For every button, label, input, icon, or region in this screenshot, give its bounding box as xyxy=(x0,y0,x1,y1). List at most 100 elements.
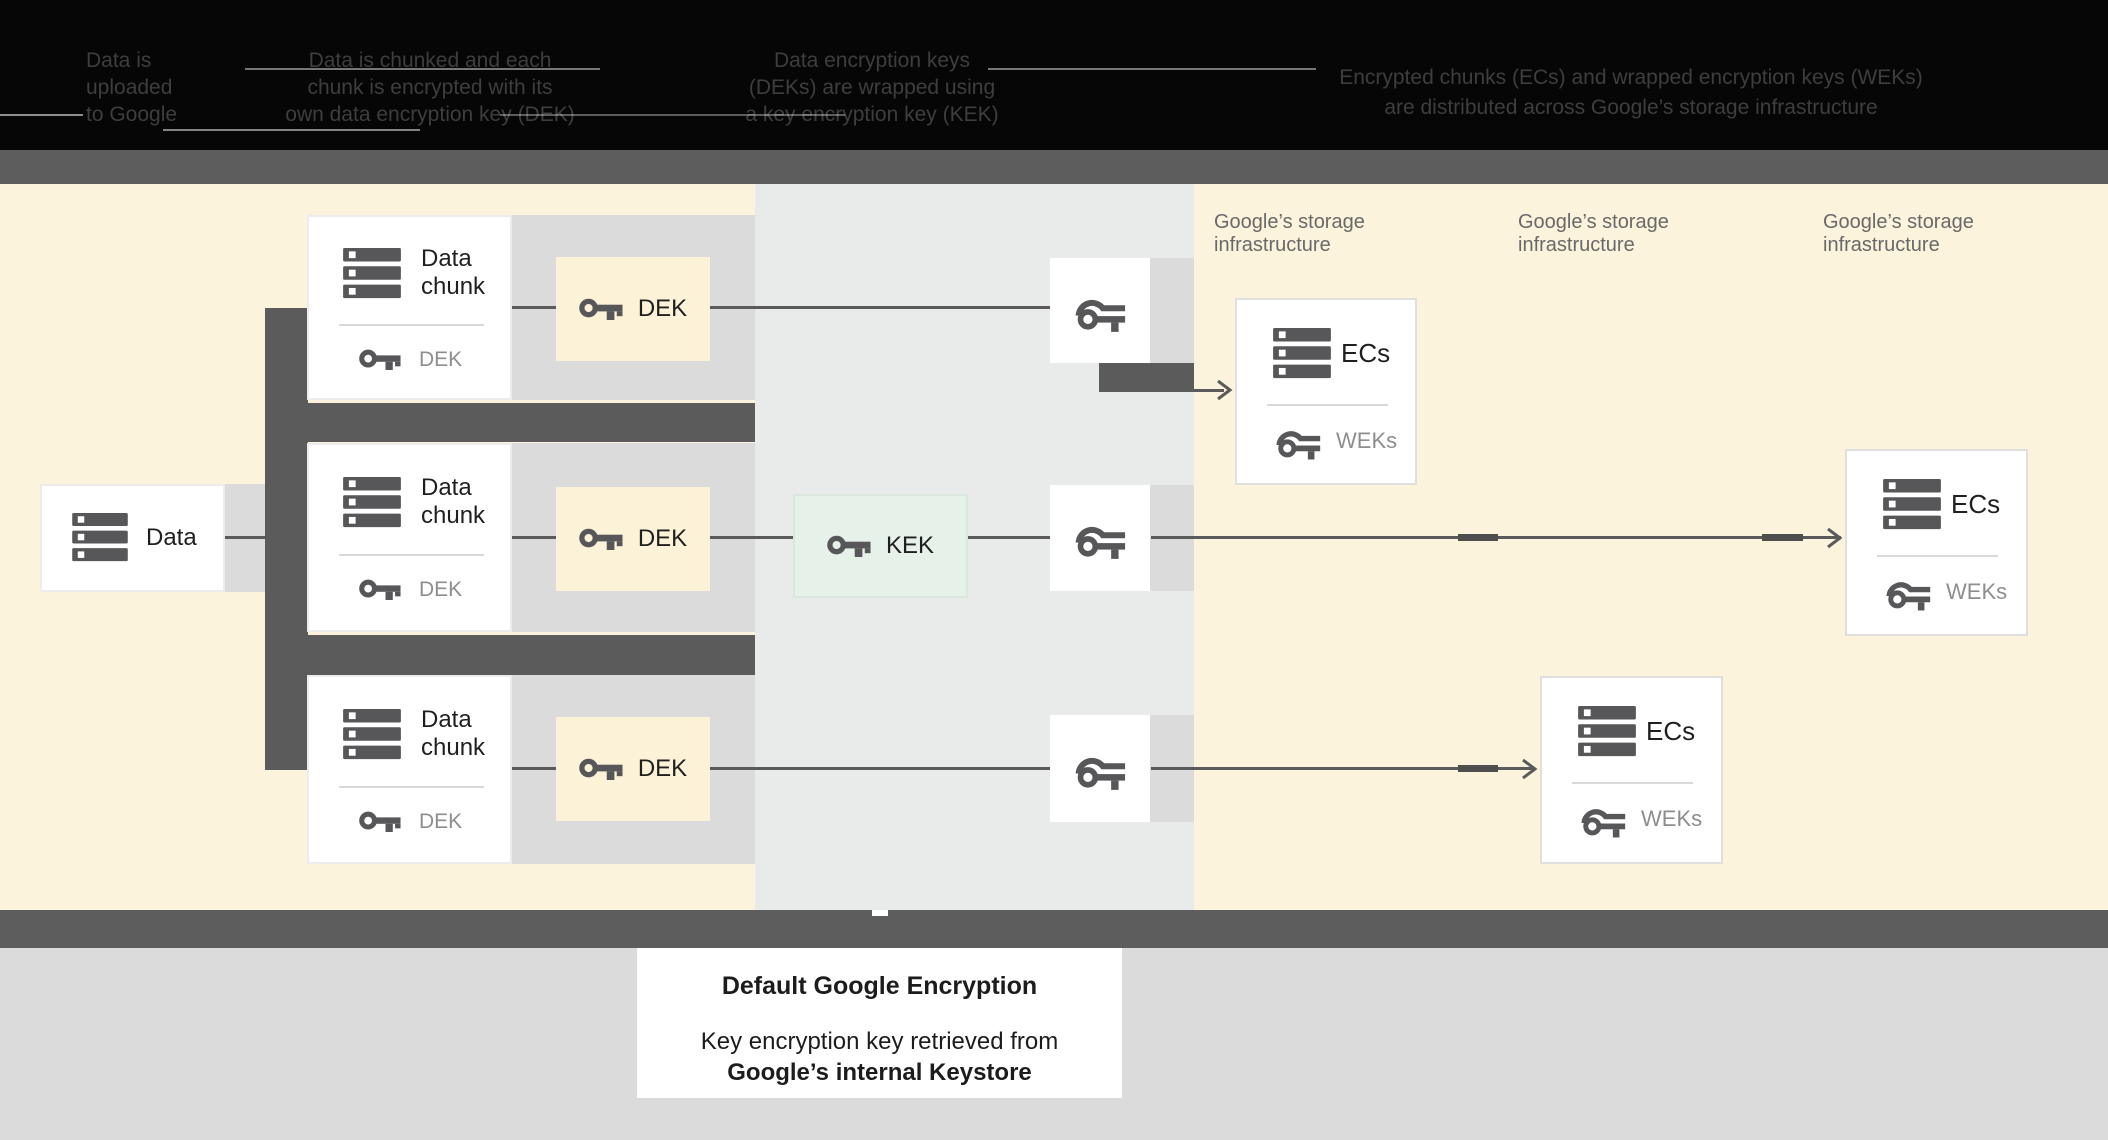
wrapped-key-icon xyxy=(1074,747,1126,791)
dek-box-label: DEK xyxy=(637,525,688,552)
header-underline-artifact xyxy=(0,114,83,116)
bottom-divider-band xyxy=(0,910,2108,948)
storage-label-line: Google’s storage xyxy=(1518,211,1669,233)
caption-body-line: Key encryption key retrieved from xyxy=(700,1028,1059,1055)
wrapped-key-box xyxy=(1050,258,1150,363)
arrow-line-segment xyxy=(1458,534,1498,541)
data-chunk-box: Data chunk DEK xyxy=(307,675,512,864)
chunk-label-line: chunk xyxy=(421,502,486,529)
chunk-dek-row: DEK xyxy=(359,577,462,602)
box-divider xyxy=(339,786,484,788)
key-icon xyxy=(827,533,871,559)
ecs-box: ECs WEKs xyxy=(1540,676,1723,864)
connector-line xyxy=(710,306,1050,309)
arrow-line xyxy=(1194,389,1224,392)
header-step-line: chunk is encrypted with its xyxy=(307,76,553,99)
connector-line xyxy=(512,306,556,309)
key-icon xyxy=(579,296,623,322)
wrapped-key-icon xyxy=(1580,800,1626,838)
arrow-line-segment xyxy=(1762,534,1803,541)
ecs-box-label: ECs xyxy=(1646,716,1696,746)
wrapped-key-icon xyxy=(1074,516,1126,560)
wrapped-key-icon xyxy=(1885,573,1931,611)
key-icon xyxy=(579,526,623,552)
box-divider xyxy=(339,324,484,326)
ecs-box-label: ECs xyxy=(1951,489,2001,519)
chunk-label-line: Data xyxy=(421,706,472,733)
storage-infrastructure-label: Google’s storage infrastructure xyxy=(1823,211,2013,257)
chunk-dek-label: DEK xyxy=(419,809,463,833)
storage-infrastructure-label: Google’s storage infrastructure xyxy=(1518,211,1708,257)
caption-body: Key encryption key retrieved from Google… xyxy=(637,1026,1122,1088)
kek-box: KEK xyxy=(793,494,968,598)
header-step-2: Data is chunked and each chunk is encryp… xyxy=(258,47,602,128)
box-divider xyxy=(339,554,484,556)
server-icon xyxy=(343,709,401,761)
header-step-1: Data is uploaded to Google xyxy=(86,47,226,128)
connector-line xyxy=(710,767,1050,770)
box-divider xyxy=(1572,782,1693,784)
key-icon xyxy=(359,577,401,602)
header-step-line: Data is xyxy=(86,49,152,72)
header-band: Data is uploaded to Google Data is chunk… xyxy=(0,0,2108,150)
server-icon xyxy=(343,477,401,529)
connector-line xyxy=(512,767,556,770)
arrow-line-segment xyxy=(1458,765,1498,772)
header-step-line: a key encryption key (KEK) xyxy=(745,103,999,126)
storage-infrastructure-label: Google’s storage infrastructure xyxy=(1214,211,1404,257)
connector-line xyxy=(710,536,793,539)
header-underline-artifact xyxy=(245,68,600,70)
data-chunk-box: Data chunk DEK xyxy=(307,443,512,632)
server-icon xyxy=(1578,706,1636,758)
weks-label: WEKs xyxy=(1336,428,1398,453)
box-divider xyxy=(1267,404,1388,406)
header-step-4: Encrypted chunks (ECs) and wrapped encry… xyxy=(1318,63,1944,123)
header-step-line: Data encryption keys xyxy=(773,49,971,72)
storage-label-line: infrastructure xyxy=(1823,234,1940,256)
wrapped-key-box xyxy=(1050,485,1150,591)
caption-title: Default Google Encryption xyxy=(721,972,1038,1000)
ecs-box-label: ECs xyxy=(1341,338,1391,368)
connector-line xyxy=(512,536,556,539)
caption-box: Default Google Encryption Key encryption… xyxy=(637,948,1122,1098)
arrow-head-icon xyxy=(1824,525,1844,551)
arrow-bar xyxy=(1099,363,1194,392)
server-icon xyxy=(72,513,128,563)
dek-box: DEK xyxy=(556,257,710,361)
header-step-line: uploaded xyxy=(86,76,173,99)
branch-bar xyxy=(265,635,755,675)
branch-bar xyxy=(265,403,755,442)
server-icon xyxy=(343,248,401,300)
header-underline-artifact xyxy=(500,114,845,116)
dek-box: DEK xyxy=(556,487,710,591)
arrow-head-icon xyxy=(1214,377,1234,403)
chunk-box-label: Data chunk xyxy=(421,474,485,530)
trunk-connector xyxy=(265,308,308,770)
storage-label-line: infrastructure xyxy=(1518,234,1635,256)
weks-label: WEKs xyxy=(1946,579,2008,604)
chunk-label-line: chunk xyxy=(421,734,486,761)
header-underline-artifact xyxy=(988,68,1316,70)
wrapped-key-box xyxy=(1050,715,1150,822)
key-icon xyxy=(359,809,401,834)
ecs-box: ECs WEKs xyxy=(1235,298,1417,485)
data-chunk-box: Data chunk DEK xyxy=(307,215,512,400)
chunk-dek-label: DEK xyxy=(419,577,463,601)
dek-box-label: DEK xyxy=(637,295,688,322)
weks-row: WEKs xyxy=(1580,800,1702,838)
key-icon xyxy=(359,347,401,372)
arrow-head-icon xyxy=(1519,756,1539,782)
wrapped-key-panel xyxy=(1150,258,1194,363)
header-step-3: Data encryption keys (DEKs) are wrapped … xyxy=(716,47,1028,128)
header-step-line: to Google xyxy=(86,103,178,126)
wrapped-key-icon xyxy=(1074,289,1126,333)
connector-line xyxy=(225,536,266,539)
header-step-line: Encrypted chunks (ECs) and wrapped encry… xyxy=(1339,66,1923,89)
dek-box: DEK xyxy=(556,717,710,821)
caption-body-line: Google’s internal Keystore xyxy=(727,1059,1032,1086)
storage-label-line: Google’s storage xyxy=(1823,211,1974,233)
header-step-line: Data is chunked and each xyxy=(308,49,552,72)
key-icon xyxy=(579,756,623,782)
storage-label-line: infrastructure xyxy=(1214,234,1331,256)
